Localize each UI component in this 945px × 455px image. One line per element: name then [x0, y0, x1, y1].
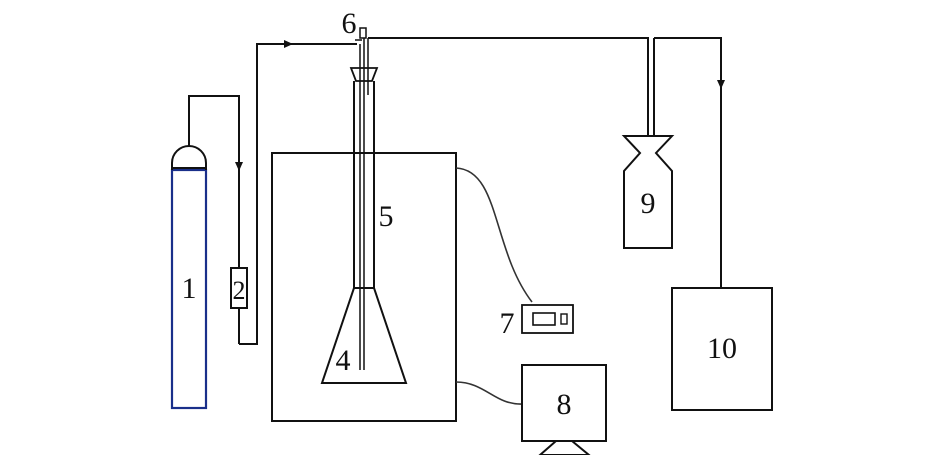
label-gas-cylinder: 1 [182, 272, 197, 305]
cable-to-controller [455, 167, 533, 303]
computer-monitor [521, 364, 607, 455]
valve [355, 27, 367, 41]
pipe-flask-to-trap [368, 37, 649, 136]
label-analyzer: 10 [707, 332, 737, 365]
label-water-bath: 5 [379, 200, 394, 233]
label-trap-bottle: 9 [641, 187, 656, 220]
flow-meter [230, 170, 248, 344]
analyzer [671, 287, 773, 411]
pipe-cylinder-to-meter [188, 95, 243, 171]
label-controller: 7 [500, 307, 515, 340]
inner-tubes [359, 36, 369, 370]
pipe-meter-to-valve [239, 40, 293, 345]
label-computer: 8 [557, 388, 572, 421]
pipe-trap-to-analyzer [654, 37, 725, 89]
cable-to-computer [455, 381, 523, 405]
trap-bottle [621, 38, 675, 249]
label-flow-meter: 2 [233, 276, 246, 305]
label-valve: 6 [342, 7, 357, 40]
controller [521, 304, 574, 334]
label-flask: 4 [336, 344, 351, 377]
